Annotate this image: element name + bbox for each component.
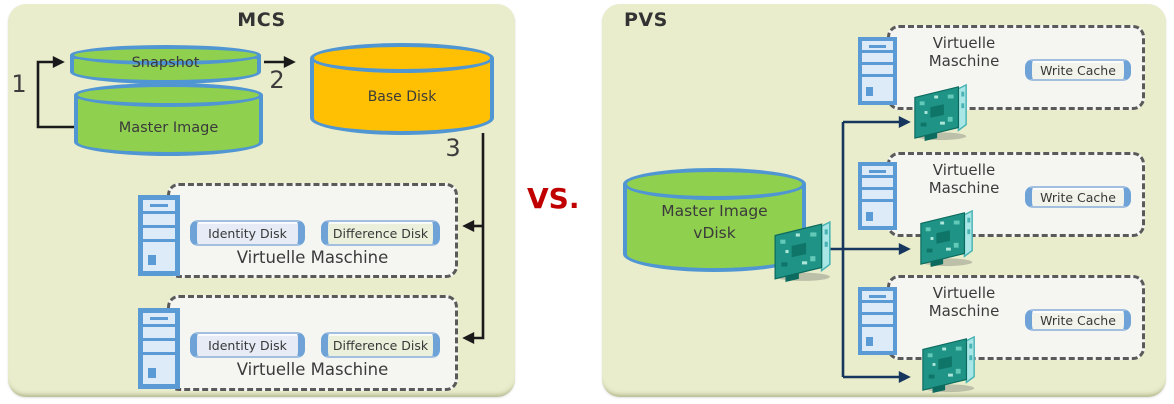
write-cache-label: Write Cache [1040, 312, 1116, 328]
snapshot-label: Snapshot [131, 55, 200, 71]
network-card-icon [914, 84, 967, 142]
master-image-label: Master Image [118, 120, 219, 136]
base-disk-cylinder: Base Disk [310, 43, 494, 135]
vm-label-line1: Virtuelle [932, 161, 996, 179]
vm-label: Virtuelle Maschine [894, 284, 1034, 320]
difference-disk-label: Difference Disk [332, 225, 429, 241]
computer-tower-icon [858, 287, 897, 355]
vdisk-label-line1: Master Image [661, 202, 768, 220]
identity-disk-label: Identity Disk [208, 225, 287, 241]
master-image-vdisk-cylinder: Master Image vDisk [623, 168, 806, 272]
computer-tower-icon [138, 195, 180, 276]
mcs-panel: MCS 1 2 3 Snapshot Master Image [8, 4, 515, 397]
network-card-icon [774, 221, 831, 283]
master-image-cylinder: Master Image [74, 83, 263, 156]
network-card-icon [922, 336, 975, 394]
vm-label: Virtuelle Maschine [236, 248, 389, 267]
identity-disk: Identity Disk [190, 220, 305, 246]
computer-tower-icon [858, 37, 897, 105]
pvs-panel: PVS Master Image vDisk [602, 4, 1166, 397]
step-label-1: 1 [11, 70, 27, 98]
difference-disk: Difference Disk [321, 220, 440, 246]
write-cache-disk: Write Cache [1025, 186, 1131, 208]
identity-disk: Identity Disk [190, 332, 305, 358]
identity-disk-label: Identity Disk [208, 337, 287, 353]
vm-box: Virtuelle Maschine Write Cache [887, 25, 1145, 110]
step-label-2: 2 [269, 66, 285, 94]
vm-box: Virtuelle Maschine Write Cache [887, 275, 1145, 360]
vm-box: Identity Disk Difference Disk Virtuelle … [167, 183, 458, 278]
vm-label-line1: Virtuelle [932, 34, 996, 52]
vm-label: Virtuelle Maschine [894, 34, 1034, 70]
vm-label-line2: Maschine [928, 179, 1000, 197]
vm-label-line1: Virtuelle [932, 284, 996, 302]
pvs-panel-title: PVS [624, 9, 668, 31]
write-cache-label: Write Cache [1040, 189, 1116, 205]
snapshot-cylinder: Snapshot [70, 45, 261, 84]
computer-tower-icon [138, 308, 180, 389]
difference-disk-label: Difference Disk [332, 337, 429, 353]
base-disk-label: Base Disk [367, 89, 437, 105]
vdisk-label-line2: vDisk [693, 224, 736, 242]
step-label-3: 3 [445, 134, 461, 162]
write-cache-disk: Write Cache [1025, 59, 1131, 81]
network-card-icon [920, 210, 973, 268]
computer-tower-icon [858, 162, 897, 230]
mcs-panel-title: MCS [237, 9, 286, 31]
write-cache-disk: Write Cache [1025, 309, 1131, 331]
write-cache-label: Write Cache [1040, 62, 1116, 78]
vm-label: Virtuelle Maschine [236, 360, 389, 379]
vm-label: Virtuelle Maschine [894, 161, 1034, 197]
difference-disk: Difference Disk [321, 332, 440, 358]
vm-box: Identity Disk Difference Disk Virtuelle … [167, 295, 458, 391]
vs-label: VS. [527, 182, 580, 215]
vm-label-line2: Maschine [928, 52, 1000, 70]
vdisk-label: Master Image vDisk [623, 200, 806, 244]
vm-label-line2: Maschine [928, 302, 1000, 320]
